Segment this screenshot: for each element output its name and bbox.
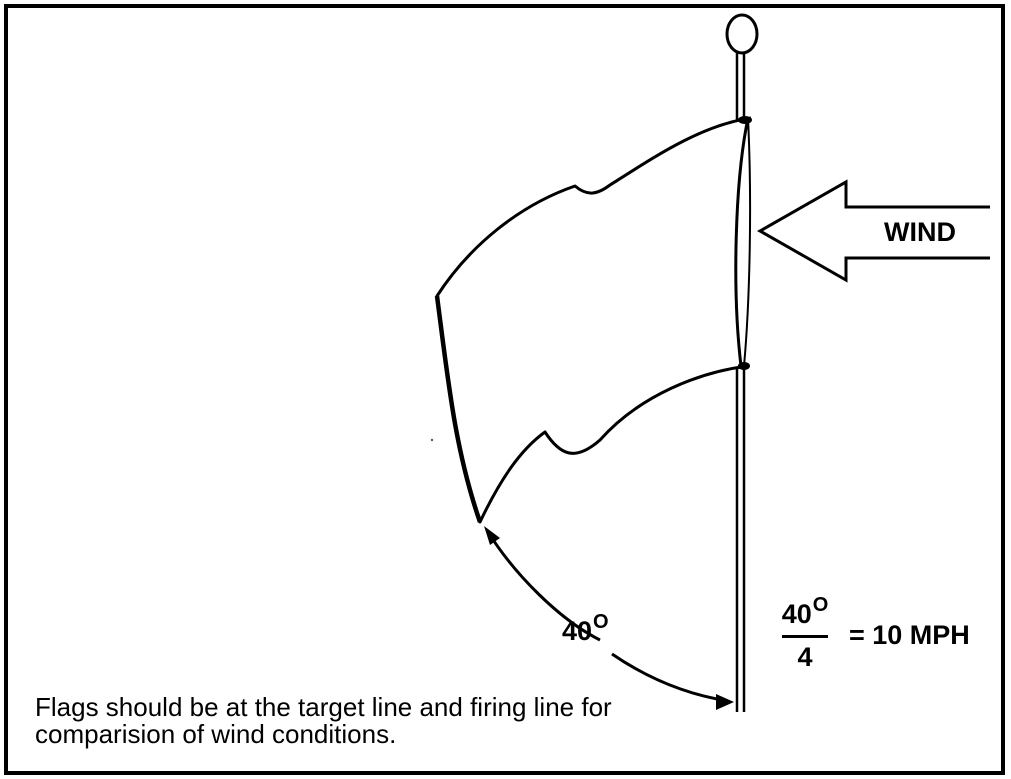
angle-arc-lower — [611, 652, 729, 703]
arc-arrowhead-bottom — [716, 694, 734, 710]
numerator-degree: O — [812, 594, 829, 616]
flag-hoist-seam-inner — [743, 117, 752, 367]
arc-arrowhead-top — [484, 526, 500, 545]
formula-numerator: 40O — [780, 594, 830, 635]
wind-label: WIND — [884, 217, 956, 247]
formula-fraction: 40O 4 — [780, 594, 830, 676]
numerator-value: 40 — [781, 599, 812, 629]
fraction-bar — [782, 635, 828, 638]
angle-value: 40 — [562, 616, 593, 646]
flag-outer-edge — [434, 295, 483, 523]
flag-bottom-tie — [738, 362, 750, 370]
formula-denominator: 4 — [797, 642, 813, 672]
flag-top-tie — [738, 116, 752, 124]
angle-arc — [486, 531, 601, 642]
caption-text: Flags should be at the target line and f… — [35, 692, 612, 749]
formula-result: = 10 MPH — [849, 620, 970, 650]
angle-label: 40O — [562, 611, 609, 647]
flag-cloth — [435, 116, 752, 524]
degree-symbol: O — [593, 611, 609, 633]
wind-arrow-icon — [756, 179, 990, 283]
speck — [430, 438, 434, 442]
pole-finial — [725, 13, 759, 55]
flag-hoist-seam — [734, 117, 750, 367]
